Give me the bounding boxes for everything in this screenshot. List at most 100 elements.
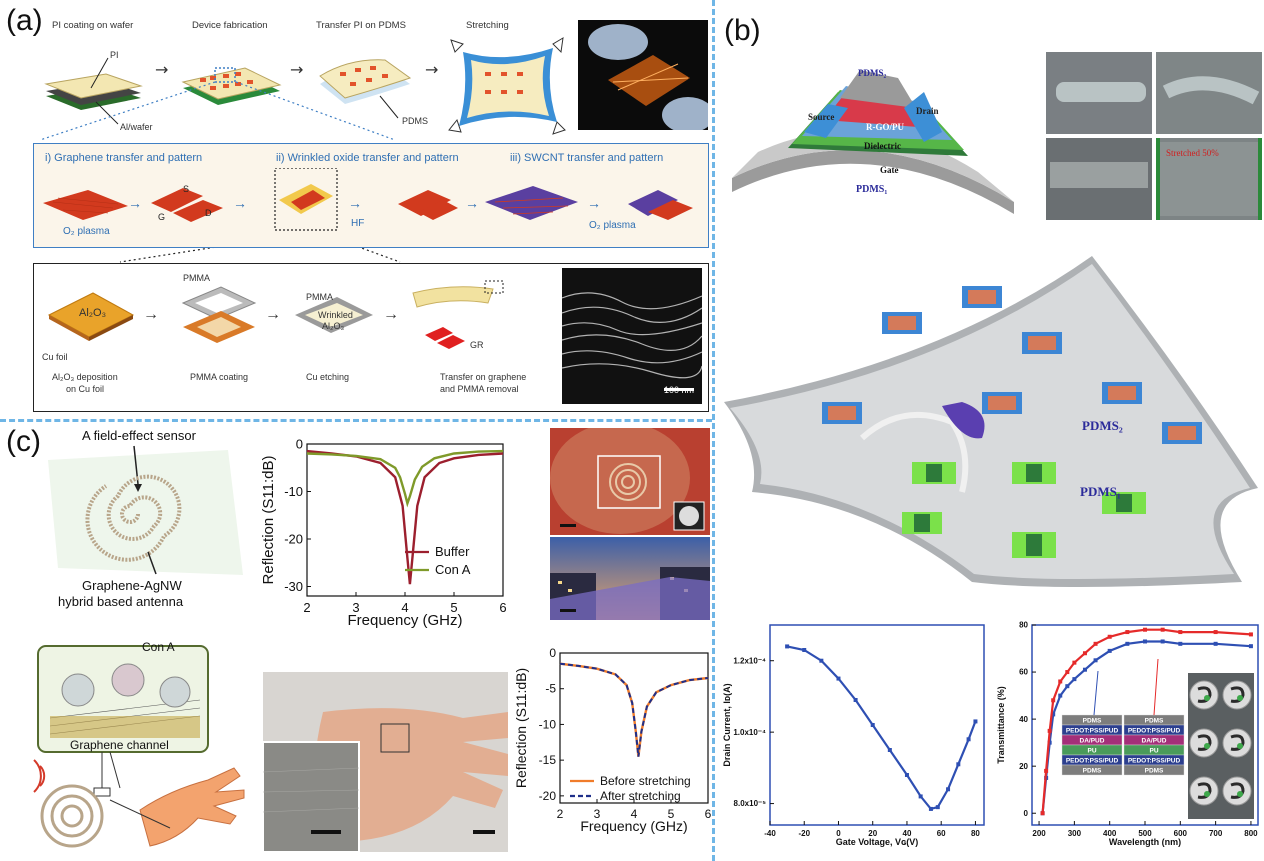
y-tick-label: 20 — [1019, 762, 1028, 771]
series-1-point — [853, 698, 858, 702]
badge-swirl — [1230, 686, 1245, 703]
arrow-right-icon: → — [155, 60, 169, 79]
arrow-right-icon: → — [290, 60, 304, 79]
x-tick-label: 2 — [557, 807, 564, 821]
stack-layer — [1123, 764, 1185, 776]
caption-pmma-coating: PMMA coating — [190, 372, 249, 382]
drain-letter-label: D — [205, 208, 212, 218]
series-2-point — [1047, 728, 1052, 733]
graphene-channel-label: Graphene channel — [70, 738, 169, 752]
y-tick-label: 8.0x10⁻⁵ — [734, 799, 767, 808]
badge-swirl — [1197, 734, 1212, 751]
layer-stack-left: PDMSPEDOT:PSS/PUDDA/PUDPUPEDOT:PSS/PUDPD… — [1061, 714, 1123, 776]
svg-text:→: → — [587, 195, 601, 211]
x-tick-label: 6 — [705, 807, 712, 821]
y-tick-label: 0 — [549, 646, 556, 660]
y-axis-label: Transmittance (%) — [996, 686, 1006, 764]
y-tick-label: 0 — [1024, 809, 1029, 818]
label-al2o3-block: Al₂O₃ — [79, 307, 107, 319]
panel-letter-a: (a) — [6, 4, 43, 37]
series-2-point — [1160, 627, 1165, 632]
x-tick-label: 700 — [1209, 829, 1223, 838]
x-axis-label: Gate Voltage, Vɢ(V) — [836, 837, 919, 847]
stack-layer-label: DA/PUD — [1080, 738, 1105, 745]
transistor-array-illustration — [724, 256, 1258, 587]
con-a-label: Con A — [142, 640, 175, 654]
x-tick-label: 5 — [450, 600, 457, 615]
legend-label: Before stretching — [600, 774, 691, 788]
badge-circle — [1189, 728, 1219, 758]
series-line-2 — [306, 449, 504, 508]
graphene-process-box — [33, 143, 709, 248]
x-tick-label: 800 — [1244, 829, 1258, 838]
hand-antenna-photo — [263, 672, 508, 852]
transfer-pi-illustration — [319, 59, 412, 119]
svg-text:→: → — [143, 306, 159, 323]
y-tick-label: -20 — [539, 789, 557, 803]
series-2-point — [1143, 627, 1147, 632]
x-axis-label: Wavelength (nm) — [1109, 837, 1181, 847]
series-1-point — [946, 787, 951, 792]
series-1-point — [918, 794, 923, 799]
antenna-photo-campus — [550, 537, 710, 620]
series-1-point — [785, 644, 790, 649]
legend-label: Con A — [435, 562, 471, 577]
caption-transfer-graphene: Transfer on graphene — [440, 372, 527, 382]
series-1-point — [1082, 667, 1087, 672]
biosensor-hand-illustration — [33, 645, 245, 848]
series-2-point — [1058, 679, 1063, 684]
wafer-stack-illustration — [44, 57, 143, 125]
step-label-pi-coating: PI coating on wafer — [52, 20, 134, 31]
plot-frame — [769, 624, 985, 826]
stack-layer-label: PDMS — [1145, 768, 1164, 775]
series-1-point — [1143, 639, 1147, 644]
device-label-rgo: R-GO/PU — [866, 122, 904, 132]
device-label-drain: Drain — [916, 106, 939, 116]
stack-layer-label: PU — [1087, 748, 1096, 755]
sem-scale-label: 100 nm — [664, 385, 695, 395]
series-1-point — [1065, 684, 1070, 689]
label-al-wafer: Al/wafer — [120, 122, 153, 132]
series-line-1 — [1041, 640, 1251, 814]
x-tick-label: 20 — [868, 829, 877, 838]
o2-plasma-label-1: O₂ plasma — [63, 226, 110, 237]
series-2-point — [1072, 660, 1077, 665]
series-1-point — [1125, 641, 1130, 646]
badge-circle — [1222, 776, 1252, 806]
device-label-dielectric: Dielectric — [864, 141, 901, 151]
series-1-point — [935, 805, 940, 810]
series-1-point — [870, 723, 875, 727]
y-tick-label: -15 — [539, 753, 557, 767]
x-tick-label: 60 — [937, 829, 946, 838]
badge-circle — [1189, 776, 1219, 806]
series-line-1 — [786, 645, 977, 811]
series-1-point — [973, 719, 978, 724]
series-1-point — [1248, 644, 1253, 649]
graphene-process-illustrations: O₂ plasma → G S D → → HF → → O₂ plasma — [43, 168, 693, 237]
x-tick-label: 6 — [499, 600, 506, 615]
array-label-pdms1: PDMS₁ — [1080, 484, 1121, 499]
svg-text:→: → — [233, 195, 247, 211]
wrinkled-oxide-illustrations: → → → — [47, 280, 504, 349]
antenna-label-line2: hybrid based antenna — [58, 594, 184, 609]
arrow-right-icon: → — [425, 60, 439, 79]
array-label-pdms2: PDMS₂ — [1082, 418, 1123, 433]
caption-pmma-removal: and PMMA removal — [440, 384, 519, 394]
hf-label: HF — [351, 218, 364, 229]
label-pmma-1: PMMA — [183, 273, 210, 283]
y-axis-label: Drain Current, Iᴅ(A) — [722, 683, 732, 766]
substep-graphene: i) Graphene transfer and pattern — [45, 152, 203, 164]
svg-text:→: → — [265, 306, 281, 323]
antenna-photo-wafer — [550, 428, 710, 535]
stack-layer-label: DA/PUD — [1142, 738, 1167, 745]
legend-label: Buffer — [435, 544, 470, 559]
series-1-point — [1213, 641, 1218, 646]
series-1-point — [966, 737, 971, 742]
stretch-photo-grid — [1046, 52, 1262, 220]
y-axis-label: Reflection (S11:dB) — [260, 456, 277, 585]
legend-label: After stretching — [600, 789, 681, 803]
gate-letter-label: G — [158, 212, 165, 222]
antenna-label-line1: Graphene-AgNW — [82, 578, 182, 593]
stretched-device-photo — [578, 20, 708, 130]
x-tick-label: 80 — [971, 829, 980, 838]
